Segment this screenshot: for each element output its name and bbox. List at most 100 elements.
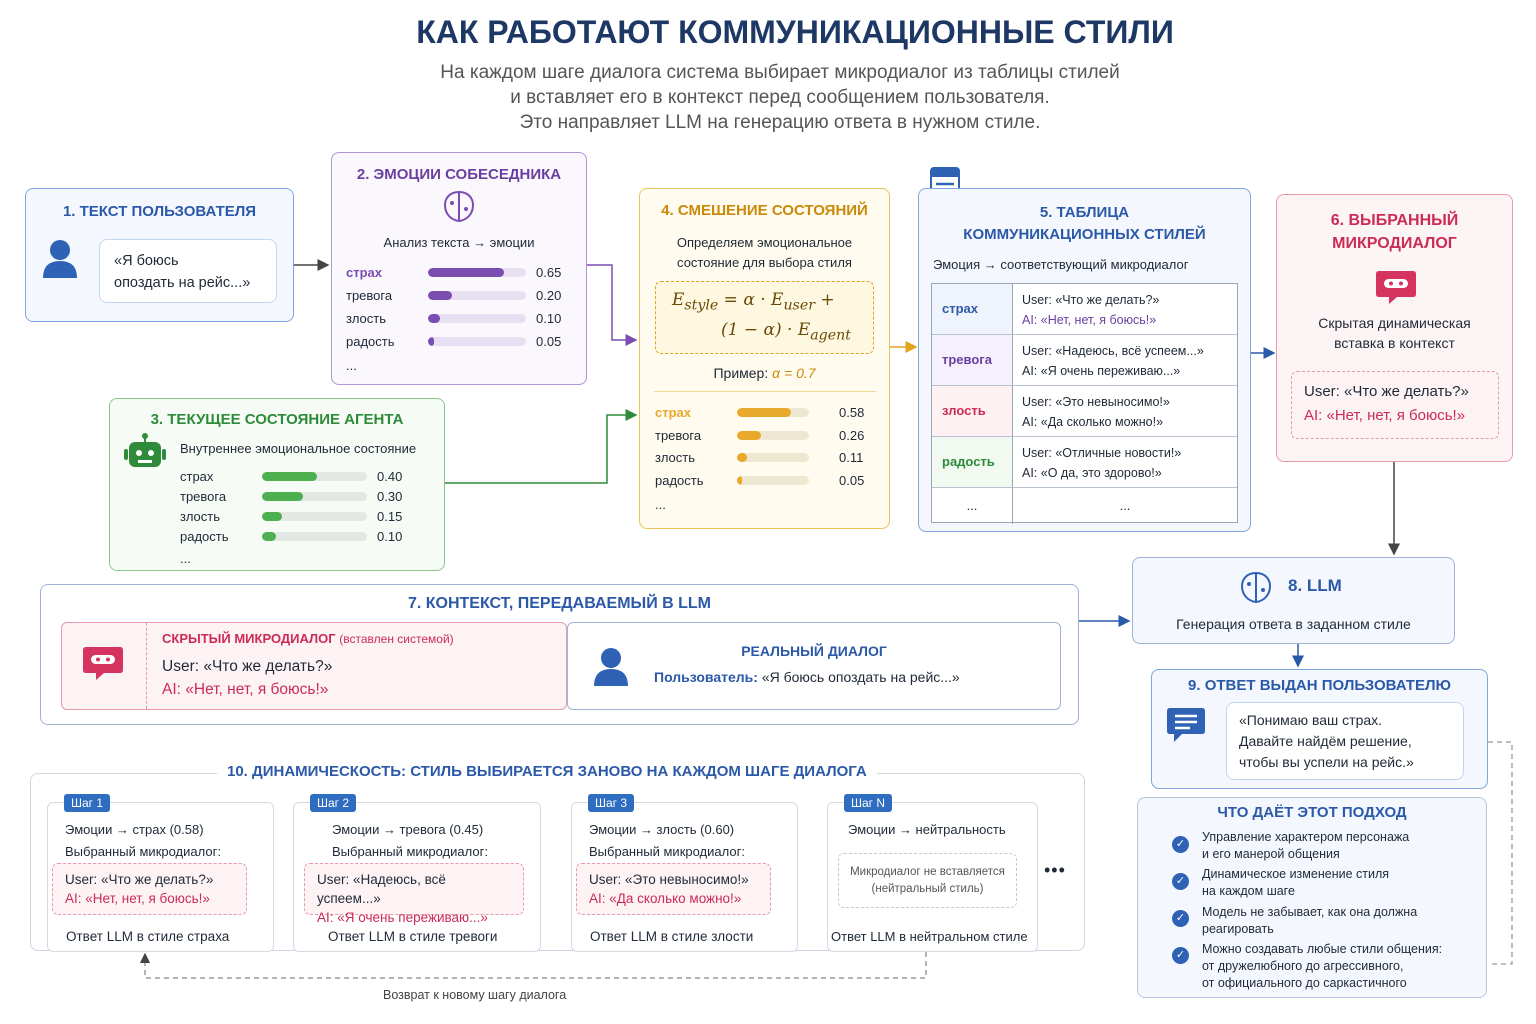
step-microdialog: User: «Что же делать?»AI: «Нет, нет, я б… xyxy=(52,863,247,915)
advantages-box: ЧТО ДАЁТ ЭТОТ ПОДХОД ✓ Управление характ… xyxy=(1137,797,1487,998)
more-ellipsis: ... xyxy=(655,497,666,512)
step-result: Ответ LLM в стиле страха xyxy=(66,929,230,944)
llm-context-box: 7. КОНТЕКСТ, ПЕРЕДАВАЕМЫЙ В LLM СКРЫТЫЙ … xyxy=(40,584,1079,725)
step-result: Ответ LLM в стиле злости xyxy=(590,929,754,944)
emotion-label: радость xyxy=(346,334,395,349)
emotion-value: 0.11 xyxy=(839,450,864,465)
step-tag: Шаг 2 xyxy=(310,794,357,812)
style-row: страх User: «Что же делать?»AI: «Нет, нет… xyxy=(932,284,1237,335)
emotion-value: 0.30 xyxy=(377,489,403,504)
box-title: 7. КОНТЕКСТ, ПЕРЕДАВАЕМЫЙ В LLM xyxy=(407,595,712,612)
advantage-item: Можно создавать любые стили общения:от д… xyxy=(1202,942,1443,990)
real-dialog-title: РЕАЛЬНЫЙ ДИАЛОГ xyxy=(741,643,887,659)
state-mixing-box: 4. СМЕШЕНИЕ СОСТОЯНИЙ Определяем эмоцион… xyxy=(639,188,890,529)
style-microdialog: User: «Что же делать?»AI: «Нет, нет, я б… xyxy=(1022,293,1160,327)
box-subtitle: Эмоция → соответствующий микродиалог xyxy=(933,257,1189,272)
emotion-value: 0.58 xyxy=(839,405,865,420)
emotion-bar-fill xyxy=(428,337,434,346)
chat-bot-icon xyxy=(83,647,123,680)
emotion-bar-fill xyxy=(737,453,748,462)
emotion-bar xyxy=(262,512,367,521)
selected-microdialog: User: «Что же делать?»AI: «Нет, нет, я б… xyxy=(1291,371,1499,439)
emotion-value: 0.05 xyxy=(536,334,562,349)
real-dialog-text: Пользователь: «Я боюсь опоздать на рейс.… xyxy=(654,669,960,685)
emotion-label: тревога xyxy=(655,427,702,443)
check-icon: ✓ xyxy=(1172,873,1189,890)
step-card-n: Шаг N Эмоции → нейтральность Микродиалог… xyxy=(827,794,1038,952)
style-emotion: страх xyxy=(932,284,1013,334)
hidden-dialog-text: User: «Что же делать?»AI: «Нет, нет, я б… xyxy=(162,658,333,698)
alpha-example: Пример: α = 0.7 xyxy=(713,365,816,381)
check-icon: ✓ xyxy=(1172,947,1189,964)
emotion-bar xyxy=(262,472,367,481)
style-emotion: радость xyxy=(932,437,1013,487)
emotion-label: страх xyxy=(180,469,214,484)
emotion-value: 0.05 xyxy=(839,472,865,488)
emotion-value: 0.65 xyxy=(536,265,562,280)
loop-back-label: Возврат к новому шагу диалога xyxy=(383,988,567,1002)
emotion-label: злость xyxy=(655,450,696,465)
emotion-label: злость xyxy=(346,311,387,326)
step-selected-label: Выбранный микродиалог: xyxy=(589,844,745,859)
emotion-label: тревога xyxy=(346,288,393,303)
emotion-row: злость 0.10 xyxy=(346,311,561,326)
real-dialog-panel: РЕАЛЬНЫЙ ДИАЛОГ Пользователь: «Я боюсь о… xyxy=(567,622,1061,710)
style-microdialog: User: «Отличные новости!»AI: «О да, это … xyxy=(1022,446,1182,480)
styles-table: страх User: «Что же делать?»AI: «Нет, нет… xyxy=(931,283,1238,524)
style-microdialog: User: «Это невыносимо!»AI: «Да сколько м… xyxy=(1022,395,1170,429)
emotion-row: тревога 0.20 xyxy=(346,288,561,303)
emotion-label: страх xyxy=(346,265,382,280)
emotion-value: 0.40 xyxy=(377,469,403,484)
box-subtitle: Генерация ответа в заданном стиле xyxy=(1176,616,1411,632)
user-icon xyxy=(43,240,77,278)
box-title: 4. СМЕШЕНИЕ СОСТОЯНИЙ xyxy=(661,202,868,219)
emotion-bar-fill xyxy=(428,268,505,277)
step-emotion: Эмоции → злость (0.60) xyxy=(589,822,735,837)
more-ellipsis: ... xyxy=(180,551,191,566)
emotion-bar xyxy=(262,492,367,501)
answer-box: 9. ОТВЕТ ВЫДАН ПОЛЬЗОВАТЕЛЮ «Понимаю ваш… xyxy=(1151,669,1488,789)
style-emotion: тревога xyxy=(932,335,1013,385)
emotion-value: 0.20 xyxy=(536,288,562,303)
step-microdialog: User: «Надеюсь, всё успеем...»AI: «Я оче… xyxy=(304,863,524,925)
step-tag: Шаг 3 xyxy=(588,794,635,812)
robot-icon xyxy=(124,433,166,467)
emotion-row: злость 0.11 xyxy=(655,450,863,465)
emotion-label: радость xyxy=(655,472,704,488)
box-title: 1. ТЕКСТ ПОЛЬЗОВАТЕЛЯ xyxy=(62,203,257,220)
emotion-bar xyxy=(737,453,809,462)
box-subtitle: Анализ текста → эмоции xyxy=(383,235,535,250)
check-icon: ✓ xyxy=(1172,836,1189,853)
page-title: КАК РАБОТАЮТ КОММУНИКАЦИОННЫЕ СТИЛИ xyxy=(416,14,1174,50)
more-ellipsis: ... xyxy=(346,358,357,373)
no-microdialog-note: Микродиалог не вставляется(нейтральный с… xyxy=(838,853,1017,908)
step-emotion: Эмоции → страх (0.58) xyxy=(65,822,204,837)
step-selected-label: Выбранный микродиалог: xyxy=(332,844,488,859)
emotion-bar xyxy=(428,337,526,346)
interlocutor-emotions-box: 2. ЭМОЦИИ СОБЕСЕДНИКА Анализ текста → эм… xyxy=(331,152,587,385)
check-icon: ✓ xyxy=(1172,910,1189,927)
emotion-value: 0.10 xyxy=(536,311,562,326)
hidden-microdialog-panel: СКРЫТЫЙ МИКРОДИАЛОГ (вставлен системой) … xyxy=(61,622,567,710)
emotion-bar-fill xyxy=(262,512,283,521)
llm-box: 8. LLM Генерация ответа в заданном стиле xyxy=(1132,557,1455,644)
emotion-bar-fill xyxy=(428,291,452,300)
emotion-label: злость xyxy=(180,509,221,524)
brain-icon xyxy=(443,190,475,223)
brain-icon xyxy=(1240,571,1272,604)
emotion-label: страх xyxy=(655,405,691,420)
emotion-label: радость xyxy=(180,529,229,544)
emotion-row: радость 0.05 xyxy=(346,334,561,349)
